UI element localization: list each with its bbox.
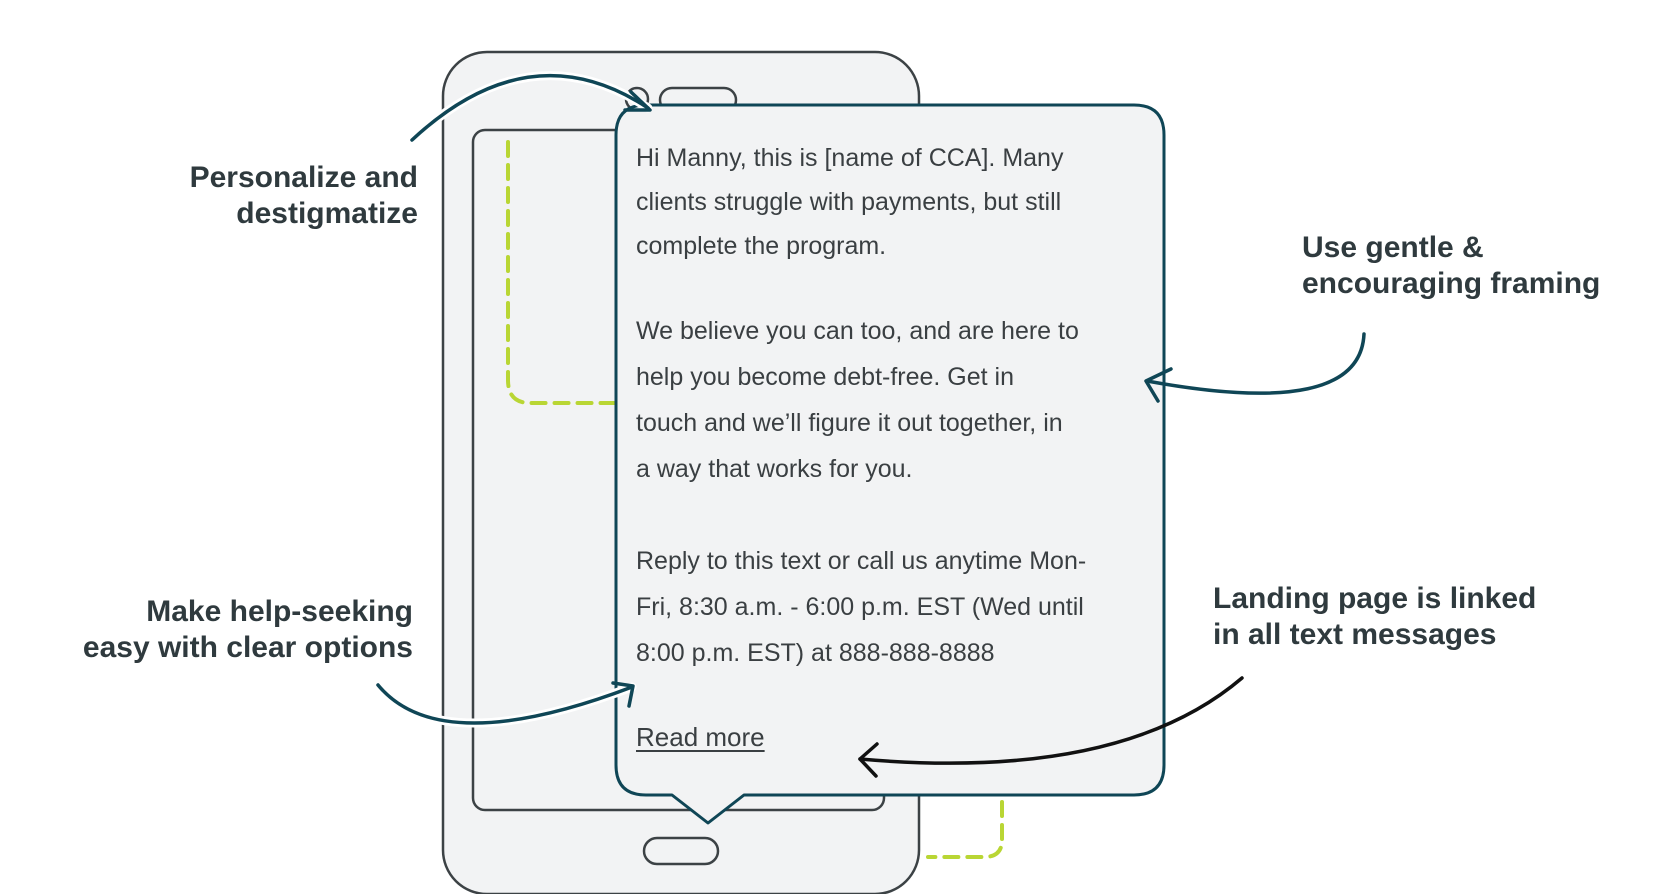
callout-landing-line2: in all text messages — [1213, 618, 1497, 651]
dashed-guide-right — [926, 800, 1004, 859]
read-more-link[interactable]: Read more — [636, 722, 765, 752]
arrow-help-seeking-head — [611, 681, 635, 708]
text-message: Hi Manny, this is [name of CCA]. Many cl… — [636, 136, 1136, 753]
arrow-gentle — [1145, 332, 1366, 395]
callout-help-line1: Make help-seeking — [146, 595, 413, 628]
message-paragraph-1: Hi Manny, this is [name of CCA]. Many cl… — [636, 136, 1136, 268]
arrow-personalize-line — [410, 73, 650, 142]
message-line: Reply to this text or call us anytime Mo… — [636, 547, 1087, 575]
arrow-personalize-head — [623, 90, 652, 112]
callout-landing-page: Landing page is linked in all text messa… — [1213, 581, 1536, 653]
callout-landing-line1: Landing page is linked — [1213, 582, 1537, 615]
message-line: Fri, 8:30 a.m. - 6:00 p.m. EST (Wed unti… — [636, 593, 1084, 621]
home-button-icon — [642, 836, 720, 866]
message-line: clients struggle with payments, but stil… — [636, 188, 1062, 216]
arrow-help-seeking-line — [376, 683, 634, 725]
message-paragraph-2: We believe you can too, and are here to … — [636, 308, 1136, 492]
callout-personalize-line1: Personalize and — [189, 161, 418, 194]
callout-gentle-line1: Use gentle & — [1302, 231, 1484, 264]
callout-gentle-line2: encouraging framing — [1302, 267, 1601, 300]
message-line: a way that works for you. — [636, 455, 913, 483]
message-line: Hi Manny, this is [name of CCA]. Many — [636, 144, 1064, 172]
dashed-guide-left — [506, 140, 616, 405]
callout-gentle-framing: Use gentle & encouraging framing — [1302, 230, 1600, 302]
message-paragraph-3: Reply to this text or call us anytime Mo… — [636, 538, 1136, 676]
callout-help-seeking: Make help-seeking easy with clear option… — [83, 594, 413, 666]
message-line: 8:00 p.m. EST) at 888-888-8888 — [636, 639, 995, 667]
callout-personalize: Personalize and destigmatize — [190, 160, 418, 232]
message-line: help you become debt-free. Get in — [636, 363, 1015, 391]
callout-personalize-line2: destigmatize — [236, 197, 418, 230]
message-bubble — [614, 103, 1166, 825]
callout-help-line2: easy with clear options — [82, 631, 413, 664]
arrow-landing-page-head — [858, 742, 879, 778]
arrow-gentle-head — [1144, 367, 1173, 403]
message-line: touch and we’ll figure it out together, … — [636, 409, 1063, 437]
message-line: complete the program. — [636, 232, 887, 260]
arrow-landing-page — [858, 676, 1244, 765]
message-line: We believe you can too, and are here to — [636, 317, 1079, 345]
